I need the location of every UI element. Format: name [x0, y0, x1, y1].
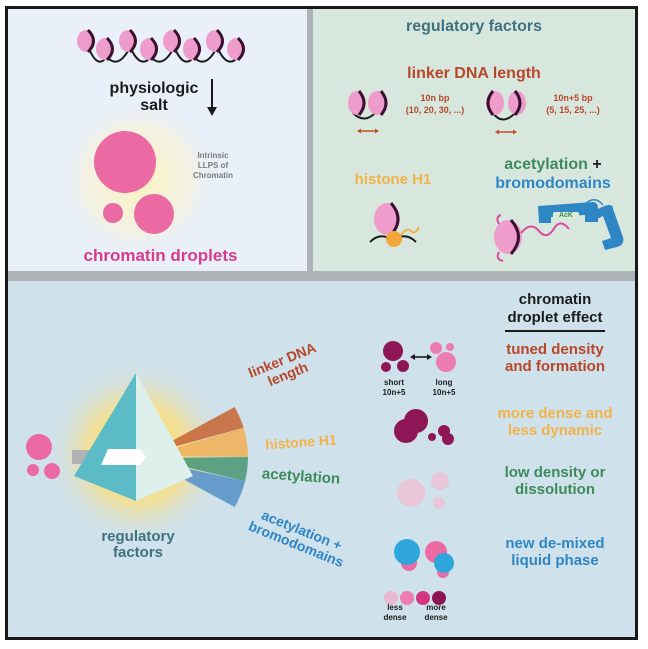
option-10n-line2: (10, 20, 30, ...)	[405, 104, 465, 115]
long-label-line2: 10n+5	[432, 387, 456, 397]
prism-icon	[74, 373, 193, 501]
prism-illustration	[26, 330, 605, 605]
chromatin-fiber-illustration	[60, 28, 245, 257]
nucleosome	[227, 36, 245, 62]
dissolved-droplets-icon	[397, 472, 449, 509]
acetylation-plus-label: acetylation +	[473, 156, 633, 174]
llps-note-line2: LLPS of	[197, 161, 229, 170]
nucleosome	[119, 28, 137, 54]
effect-3-line2: liquid phase	[511, 552, 599, 570]
linker-dna	[195, 50, 216, 63]
llps-note: Intrinsic LLPS of Chromatin	[178, 151, 248, 181]
linker-dna	[175, 50, 193, 63]
histone-h1-label: histone H1	[354, 171, 432, 188]
effect-low-density: low density or dissolution	[480, 464, 630, 499]
density-scale-legend	[384, 591, 446, 605]
effect-demixed-phase: new de-mixed liquid phase	[480, 535, 630, 570]
nucleosome	[183, 36, 201, 62]
legend-less-line1: less	[387, 603, 403, 612]
heading-line2: droplet effect	[507, 309, 603, 326]
linker-dna	[89, 50, 106, 63]
dense-droplets-icon	[394, 409, 454, 445]
regulatory-factors-title: regulatory factors	[405, 18, 543, 35]
linker-dna	[131, 50, 150, 63]
prism-label: regulatory factors	[78, 529, 198, 561]
salt-label-line1: physiologic	[109, 80, 199, 97]
nucleosome	[77, 28, 95, 54]
regulatory-illustrations	[348, 90, 624, 262]
short-long-droplets-icon	[381, 341, 456, 372]
nucleosome-fiber	[77, 28, 245, 63]
nucleosome	[163, 28, 181, 54]
effect-0-line2: and formation	[505, 358, 605, 376]
effect-3-line1: new de-mixed	[505, 535, 605, 552]
prism-label-line1: regulatory	[101, 528, 175, 545]
short-label-line2: 10n+5	[382, 387, 406, 397]
option-10n-line1: 10n bp	[420, 93, 450, 103]
nucleosome	[206, 28, 224, 54]
short-10n5-label: short 10n+5	[378, 378, 410, 397]
density-swatch-0	[384, 591, 398, 605]
droplet-medium	[134, 194, 174, 234]
bromodomain-shape-2	[597, 205, 624, 250]
salt-label: physiologic salt	[98, 80, 210, 115]
effect-1-line2: less dynamic	[507, 422, 603, 440]
legend-less-dense: less dense	[378, 603, 412, 622]
linker-dna	[108, 50, 129, 63]
linker-dna	[152, 50, 173, 63]
llps-note-line1: Intrinsic	[197, 151, 229, 160]
linker-dna-heading: linker DNA length	[407, 65, 541, 82]
histone-h1-nucleosome-icon	[369, 202, 420, 247]
panel-intrinsic-llps: physiologic salt Intrinsic LLPS of Chrom…	[8, 9, 307, 271]
short-label-line1: short	[384, 378, 404, 387]
acetylation-bromodomain-icon	[494, 199, 624, 262]
density-swatch-1	[400, 591, 414, 605]
plus-sign: +	[592, 156, 602, 173]
panel-droplet-effects: linker DNA length histone H1 acetylation…	[8, 281, 635, 637]
option-10n5-line1: 10n+5 bp	[553, 93, 593, 103]
effect-more-dense: more dense and less dynamic	[480, 405, 630, 440]
dinucleosome-10n5-icon	[486, 90, 526, 135]
salt-label-line2: salt	[140, 96, 168, 114]
input-droplets	[26, 434, 60, 479]
long-label-line1: long	[435, 378, 453, 387]
nucleosome	[96, 36, 114, 62]
effect-2-line1: low density or	[504, 464, 606, 481]
effect-0-line1: tuned density	[506, 341, 604, 358]
demixed-droplets-icon	[394, 539, 454, 578]
droplet-effect-heading: chromatin droplet effect	[495, 291, 615, 327]
option-10n-label: 10n bp (10, 20, 30, ...)	[387, 93, 483, 116]
bromodomains-label: bromodomains	[495, 175, 611, 192]
density-swatch-3	[432, 591, 446, 605]
prism-label-line2: factors	[112, 543, 164, 561]
long-10n5-label: long 10n+5	[428, 378, 460, 397]
legend-more-line1: more	[426, 603, 446, 612]
droplet-large	[94, 131, 156, 193]
legend-more-line2: dense	[424, 612, 448, 622]
heading-line1: chromatin	[518, 291, 592, 308]
legend-more-dense: more dense	[419, 603, 453, 622]
acetylation-label: acetylation	[504, 156, 588, 173]
ack-label: AcK	[553, 212, 579, 220]
nucleosome	[140, 36, 158, 62]
legend-less-line2: dense	[383, 612, 407, 622]
effect-1-line1: more dense and	[497, 405, 613, 422]
linker-dna	[218, 50, 237, 63]
panel-regulatory-factors: regulatory factors linker DNA length	[313, 9, 635, 271]
graphical-abstract-frame: physiologic salt Intrinsic LLPS of Chrom…	[5, 6, 638, 640]
effect-tuned-density: tuned density and formation	[480, 341, 630, 376]
dinucleosome-10n-icon	[348, 90, 388, 134]
chromatin-droplets-label: chromatin droplets	[83, 246, 238, 265]
effect-2-line2: dissolution	[515, 481, 595, 499]
droplet-small	[103, 203, 123, 223]
density-swatch-2	[416, 591, 430, 605]
option-10n5-line2: (5, 15, 25, ...)	[546, 104, 600, 115]
llps-note-line3: Chromatin	[193, 171, 233, 180]
salt-arrow-icon	[207, 79, 217, 116]
option-10n5-label: 10n+5 bp (5, 15, 25, ...)	[525, 93, 621, 116]
